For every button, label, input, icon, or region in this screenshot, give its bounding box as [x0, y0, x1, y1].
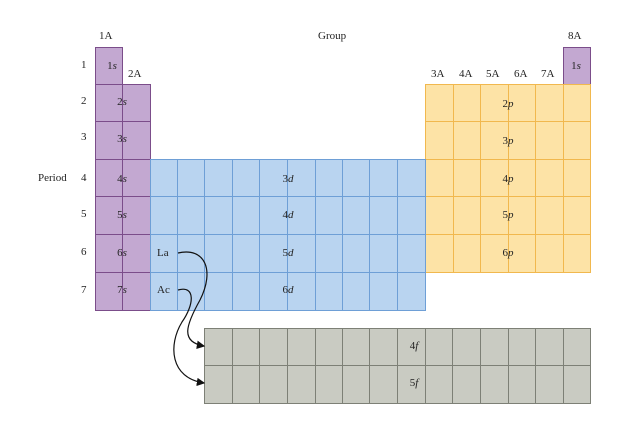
group-title: Group: [318, 30, 347, 42]
p-block-cell: [480, 121, 509, 160]
d-block-cell: [397, 272, 426, 311]
s-block-label-period-6: 6s: [117, 247, 127, 259]
d-block-cell: [397, 196, 426, 235]
d-block-cell: [150, 196, 178, 235]
group-6a-label: 6A: [514, 68, 528, 80]
s-block-label-period-2: 2s: [117, 96, 127, 108]
d-block-cell: [397, 234, 426, 273]
p-block-label-5p: 5p: [502, 209, 514, 221]
f-block-cell: [425, 365, 453, 404]
s-block-label-helium: 1s: [571, 60, 581, 72]
lanthanum-label: La: [157, 247, 169, 259]
group-2a-label: 2A: [128, 68, 142, 80]
d-block-cell: [259, 196, 288, 235]
s-block-cell: [95, 196, 123, 235]
f-block-cell: [452, 365, 481, 404]
f-block-cell: [480, 328, 509, 366]
d-block-cell: [287, 234, 316, 273]
s-block-cell: [122, 84, 151, 122]
period-label-4: 4: [81, 172, 87, 184]
period-axis-label: Period: [38, 172, 67, 184]
s-block-cell: [95, 84, 123, 122]
d-block-cell: [150, 234, 178, 273]
p-block-cell: [453, 159, 481, 197]
p-block-label-3p: 3p: [502, 135, 514, 147]
p-block-cell: [563, 159, 591, 197]
d-block-cell: [287, 196, 316, 235]
group-8a-label: 8A: [568, 30, 582, 42]
f-block-cell: [480, 365, 509, 404]
group-4a-label: 4A: [459, 68, 473, 80]
p-block-cell: [563, 121, 591, 160]
period-label-2: 2: [81, 95, 87, 107]
f-block-cell: [563, 328, 591, 366]
period-label-6: 6: [81, 246, 87, 258]
d-block-cell: [204, 272, 233, 311]
f-block-cell: [287, 365, 316, 404]
s-block-label-period-3: 3s: [117, 133, 127, 145]
group-7a-label: 7A: [541, 68, 555, 80]
d-block-cell: [287, 159, 316, 197]
d-block-cell: [397, 159, 426, 197]
group-5a-label: 5A: [486, 68, 500, 80]
d-block-cell: [342, 196, 370, 235]
d-block-label-3d: 3d: [282, 173, 294, 185]
p-block-cell: [425, 159, 454, 197]
f-block-cell: [342, 365, 370, 404]
la-to-4f-arrow: [177, 251, 208, 349]
s-block-label-period-4: 4s: [117, 173, 127, 185]
period-label-1: 1: [81, 59, 87, 71]
group-1a-label: 1A: [99, 30, 113, 42]
s-block-cell: [122, 121, 151, 160]
s-block-label-period-5: 5s: [117, 209, 127, 221]
d-block-label-6d: 6d: [282, 284, 294, 296]
p-block-label-6p: 6p: [502, 247, 514, 259]
period-label-5: 5: [81, 208, 87, 220]
p-block-cell: [563, 84, 591, 122]
f-block-label-5f: 5f: [409, 377, 419, 389]
ac-to-5f-arrow: [173, 288, 206, 387]
group-3a-label: 3A: [431, 68, 445, 80]
d-block-cell: [369, 234, 398, 273]
p-block-label-4p: 4p: [502, 173, 514, 185]
f-block-cell: [563, 365, 591, 404]
actinium-label: Ac: [157, 284, 170, 296]
s-block-cell: [122, 234, 151, 273]
f-block-label-4f: 4f: [409, 340, 419, 352]
period-label-3: 3: [81, 131, 87, 143]
d-block-label-4d: 4d: [282, 209, 294, 221]
p-block-cell: [535, 196, 564, 235]
s-block-label-period-7: 7s: [117, 284, 127, 296]
s-block-cell: [95, 234, 123, 273]
p-block-cell: [425, 234, 454, 273]
p-block-label-2p: 2p: [502, 98, 514, 110]
d-block-cell: [259, 159, 288, 197]
p-block-cell: [563, 234, 591, 273]
d-block-cell: [204, 234, 233, 273]
p-block-cell: [508, 234, 536, 273]
d-block-label-5d: 5d: [282, 247, 294, 259]
s-block-cell: [122, 159, 151, 197]
f-block-cell: [369, 365, 398, 404]
f-block-cell: [369, 328, 398, 366]
p-block-cell: [480, 196, 509, 235]
s-block-label-period-1: 1s: [107, 60, 117, 72]
d-block-cell: [259, 272, 288, 311]
period-label-7: 7: [81, 284, 87, 296]
